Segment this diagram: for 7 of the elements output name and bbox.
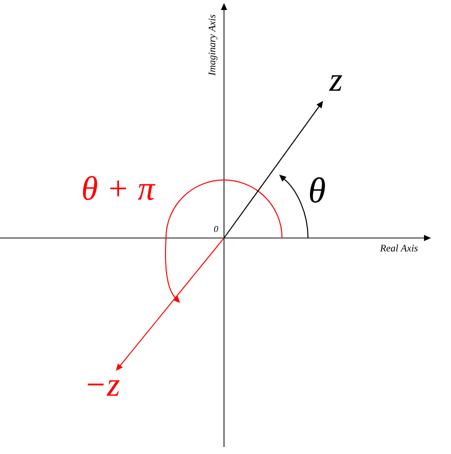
axis-label: Imaginary Axis <box>208 14 218 76</box>
origin-label: 0 <box>214 226 218 232</box>
vector-label: −z <box>88 380 120 396</box>
axis-label: Real Axis <box>380 244 418 252</box>
angle-label: θ + π <box>82 176 156 200</box>
vector-label: z <box>329 75 342 91</box>
angle-label: θ <box>310 177 325 203</box>
